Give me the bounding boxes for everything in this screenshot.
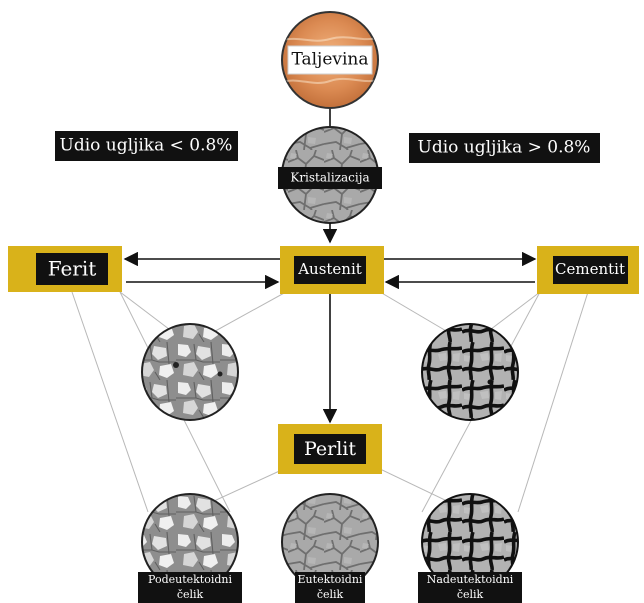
eutectoid-steel: Eutektoidni čelik <box>281 493 379 603</box>
pearlite-node: Perlit <box>278 424 382 474</box>
hypoeutectoid-label-line1: Podeutektoidni <box>148 573 232 586</box>
hypereutectoid-label-line1: Nadeutektoidni <box>427 573 514 586</box>
hypereutectoid-label-line2: čelik <box>457 588 484 601</box>
hypoeutectoid-label-line2: čelik <box>177 588 204 601</box>
low-carbon-label: Udio ugljika < 0.8% <box>60 136 233 156</box>
low-carbon-condition: Udio ugljika < 0.8% <box>55 131 238 161</box>
cementite-node: Cementit <box>537 246 639 294</box>
ferrite-node: Ferit <box>8 246 122 292</box>
ferrite-label: Ferit <box>48 257 97 281</box>
eutectoid-label-line1: Eutektoidni <box>298 573 363 586</box>
melt-label: Taljevina <box>291 50 368 70</box>
hypoeutectoid-steel: Podeutektoidni čelik <box>138 493 242 603</box>
high-carbon-condition: Udio ugljika > 0.8% <box>409 133 600 163</box>
crystallization-node: Kristalizacija <box>278 126 382 224</box>
eutectoid-label-line2: čelik <box>317 588 344 601</box>
ferrite-microstructure <box>141 323 239 421</box>
hypereutectoid-steel: Nadeutektoidni čelik <box>418 493 522 603</box>
pearlite-label: Perlit <box>304 438 356 460</box>
cementite-microstructure <box>421 323 519 421</box>
austenite-label: Austenit <box>297 260 362 278</box>
austenite-node: Austenit <box>280 246 384 294</box>
melt-node: Taljevina <box>281 11 379 109</box>
cementite-label: Cementit <box>555 260 625 278</box>
high-carbon-label: Udio ugljika > 0.8% <box>418 138 591 158</box>
transformation-arrows <box>123 223 537 424</box>
crystallization-label: Kristalizacija <box>290 171 369 185</box>
